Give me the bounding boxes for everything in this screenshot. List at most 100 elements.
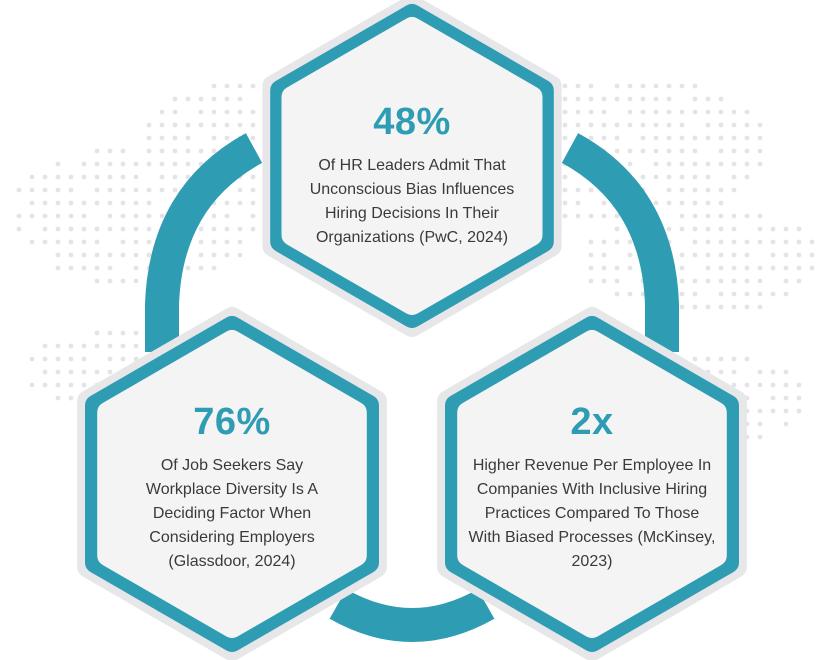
map-dot <box>42 239 48 245</box>
map-dot <box>679 226 685 232</box>
map-dot <box>588 239 594 245</box>
map-dot <box>211 83 217 89</box>
map-dot <box>640 135 646 141</box>
map-dot <box>562 83 568 89</box>
map-dot <box>679 291 685 297</box>
map-dot <box>55 252 61 258</box>
map-dot <box>172 109 178 115</box>
map-dot <box>796 278 802 284</box>
map-dot <box>185 122 191 128</box>
map-dot <box>55 174 61 180</box>
map-dot <box>211 148 217 154</box>
map-dot <box>666 122 672 128</box>
map-dot <box>718 200 724 206</box>
map-dot <box>133 174 139 180</box>
map-dot <box>731 369 737 375</box>
map-dot <box>679 148 685 154</box>
map-dot <box>224 96 230 102</box>
map-dot <box>601 278 607 284</box>
map-dot <box>731 356 737 362</box>
map-dot <box>666 148 672 154</box>
map-dot <box>744 174 750 180</box>
map-dot <box>718 135 724 141</box>
map-dot <box>562 122 568 128</box>
map-dot <box>94 239 100 245</box>
map-dot <box>666 135 672 141</box>
map-dot <box>783 252 789 258</box>
map-dot <box>705 174 711 180</box>
map-dot <box>94 226 100 232</box>
map-dot <box>94 174 100 180</box>
map-dot <box>68 343 74 349</box>
map-dot <box>42 187 48 193</box>
map-dot <box>783 226 789 232</box>
map-dot <box>237 109 243 115</box>
map-dot <box>640 148 646 154</box>
map-dot <box>575 109 581 115</box>
map-dot <box>146 252 152 258</box>
map-dot <box>81 382 87 388</box>
map-dot <box>81 213 87 219</box>
map-dot <box>601 109 607 115</box>
map-dot <box>614 213 620 219</box>
map-dot <box>692 226 698 232</box>
map-dot <box>81 161 87 167</box>
map-dot <box>55 395 61 401</box>
map-dot <box>783 408 789 414</box>
map-dot <box>718 96 724 102</box>
map-dot <box>81 239 87 245</box>
map-dot <box>107 265 113 271</box>
map-dot <box>718 304 724 310</box>
map-dot <box>757 135 763 141</box>
map-dot <box>575 83 581 89</box>
map-dot <box>614 226 620 232</box>
map-dot <box>68 369 74 375</box>
map-dot <box>42 382 48 388</box>
stat-value: 2x <box>570 401 614 443</box>
map-dot <box>588 96 594 102</box>
map-dot <box>601 200 607 206</box>
map-dot <box>107 200 113 206</box>
map-dot <box>770 265 776 271</box>
map-dot <box>731 226 737 232</box>
map-dot <box>198 122 204 128</box>
map-dot <box>29 200 35 206</box>
map-dot <box>783 369 789 375</box>
map-dot <box>692 161 698 167</box>
map-dot <box>237 252 243 258</box>
map-dot <box>744 148 750 154</box>
map-dot <box>237 122 243 128</box>
map-dot <box>627 161 633 167</box>
map-dot <box>796 382 802 388</box>
map-dot <box>588 213 594 219</box>
map-dot <box>679 213 685 219</box>
map-dot <box>692 356 698 362</box>
map-dot <box>731 174 737 180</box>
map-dot <box>809 252 815 258</box>
map-dot <box>94 161 100 167</box>
map-dot <box>783 265 789 271</box>
map-dot <box>679 187 685 193</box>
map-dot <box>250 109 256 115</box>
map-dot <box>159 213 165 219</box>
map-dot <box>198 239 204 245</box>
map-dot <box>198 96 204 102</box>
map-dot <box>588 122 594 128</box>
map-dot <box>172 122 178 128</box>
map-dot <box>692 239 698 245</box>
map-dot <box>588 109 594 115</box>
map-dot <box>809 239 815 245</box>
map-dot <box>120 187 126 193</box>
map-dot <box>757 369 763 375</box>
map-dot <box>107 369 113 375</box>
map-dot <box>55 356 61 362</box>
map-dot <box>562 200 568 206</box>
map-dot <box>588 278 594 284</box>
map-dot <box>757 265 763 271</box>
map-dot <box>107 343 113 349</box>
map-dot <box>666 226 672 232</box>
map-dot <box>796 226 802 232</box>
map-dot <box>107 174 113 180</box>
map-dot <box>692 135 698 141</box>
map-dot <box>718 278 724 284</box>
